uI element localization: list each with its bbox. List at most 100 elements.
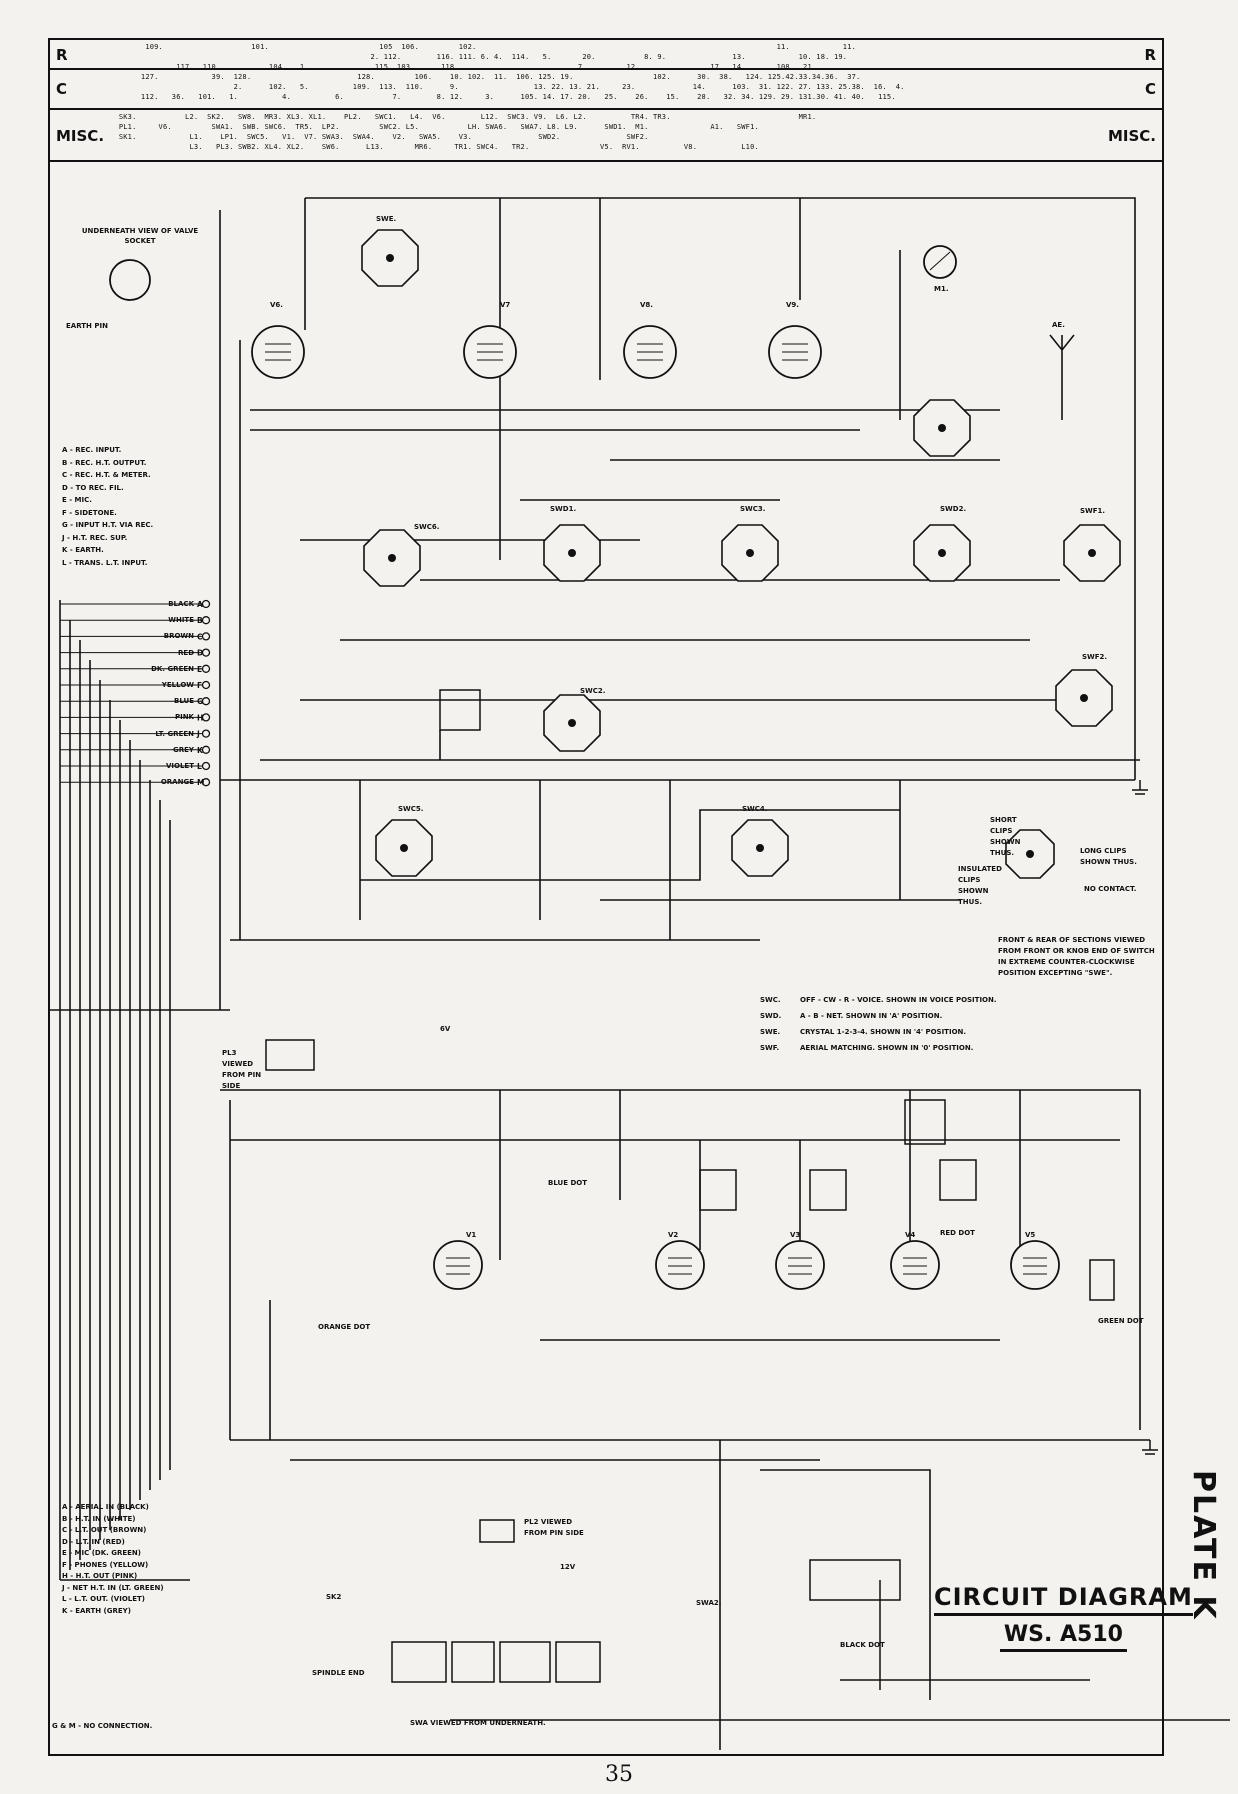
sk2-label: SK2 [326, 1593, 342, 1601]
label-swa2: SWA2. [696, 1599, 722, 1607]
valve-v5 [1010, 1240, 1060, 1290]
header-row-c: C C 127. 39. 128. 128. 106. 10. 102. 11.… [50, 70, 1162, 110]
label-swc4: SWC4. [742, 805, 768, 813]
label-swf2: SWF2. [1082, 653, 1108, 661]
connector-legend-item: F - PHONES (YELLOW) [62, 1560, 149, 1569]
switch-position-text: AERIAL MATCHING. SHOWN IN '0' POSITION. [800, 1044, 974, 1052]
input-legend: A - REC. INPUT.B - REC. H.T. OUTPUT.C - … [62, 444, 153, 569]
pl3-connector [265, 1039, 315, 1071]
input-legend-item: B - REC. H.T. OUTPUT. [62, 458, 147, 467]
plate-label: PLATE K [1186, 1470, 1221, 1621]
row-misc-line2: PL1. V6. SWA1. SWB. SWC6. TR5. LP2. SWC2… [110, 123, 759, 131]
swa-section-4 [555, 1641, 601, 1683]
diagram-title: CIRCUIT DIAGRAM [934, 1583, 1193, 1616]
harness-terminal [201, 680, 211, 690]
coil-box [809, 1559, 901, 1601]
wire-color-label: GREY [173, 745, 194, 754]
label-v2: V2 [668, 1231, 679, 1239]
connector-legend-item: L - L.T. OUT. (VIOLET) [62, 1595, 145, 1603]
input-legend-item: G - INPUT H.T. VIA REC. [62, 521, 154, 529]
harness-terminal [201, 729, 211, 738]
wire-color-label: VIOLET [166, 762, 194, 771]
label-swf1: SWF1. [1080, 507, 1106, 515]
input-legend-item: J - H.T. REC. SUP. [62, 533, 128, 542]
wire-color-label: BROWN [163, 632, 194, 641]
connector-legend: A - AERIAL IN (BLACK)B - H.T. IN (WHITE)… [62, 1502, 164, 1617]
red-dot-label: RED DOT [940, 1229, 975, 1237]
row-misc-line4: L3. PL3. SWB2. XL4. XL2. SW6. L13. MR6. … [110, 143, 759, 151]
black-dot-label: BLACK DOT [840, 1641, 885, 1649]
harness-terminal [201, 616, 211, 625]
transformer-tr2 [809, 1169, 847, 1211]
swa-section-2 [451, 1641, 495, 1683]
switch-position-row: SWC.OFF - CW - R - VOICE. SHOWN IN VOICE… [760, 992, 997, 1008]
input-legend-item: E - MIC. [62, 496, 92, 504]
switch-position-text: CRYSTAL 1-2-3-4. SHOWN IN '4' POSITION. [800, 1028, 967, 1036]
short-clips-note: SHORT CLIPS SHOWN THUS. [990, 816, 1021, 857]
earth-pin-label: EARTH PIN [66, 322, 108, 330]
pl2-connector [479, 1519, 515, 1543]
row-misc-refs: SK3. L2. SK2. SW8. MR3. XL3. XL1. PL2. S… [110, 112, 1122, 152]
pl2-view-label: PL2 VIEWED FROM PIN SIDE [524, 1518, 584, 1537]
switch-position-id: SWD. [760, 1012, 782, 1020]
switch-position-row: SWD.A - B - NET. SHOWN IN 'A' POSITION. [760, 1008, 997, 1024]
label-swc5: SWC5. [398, 805, 424, 813]
swa-section-3 [499, 1641, 551, 1683]
title-block: CIRCUIT DIAGRAM WS. A510 [934, 1583, 1193, 1652]
label-v6: V6. [270, 301, 283, 309]
connector-legend-item: E - MIC (DK. GREEN) [62, 1549, 141, 1557]
connector-legend-item: J - NET H.T. IN (LT. GREEN) [62, 1583, 164, 1592]
switch-position-text: OFF - CW - R - VOICE. SHOWN IN VOICE POS… [800, 996, 997, 1004]
valve-socket-legend-title: UNDERNEATH VIEW OF VALVE SOCKET [81, 227, 199, 245]
input-legend-item: C - REC. H.T. & METER. [62, 471, 151, 479]
switch-position-id: SWF. [760, 1044, 780, 1052]
coil-l10 [1089, 1259, 1115, 1301]
label-swd1: SWD1. [550, 505, 577, 513]
twelve-volt-label: 12V [560, 1563, 576, 1571]
row-c-line2: 2. 102. 5. 109. 113. 110. 9. 13. 22. 13.… [110, 83, 905, 91]
harness-terminal [201, 778, 211, 787]
row-r-refs: 109. 101. 105 106. 102. 11. 11. [110, 42, 1122, 72]
harness-terminal [201, 697, 211, 706]
row-label-c-right: C [1144, 80, 1156, 98]
diagram-subtitle: WS. A510 [999, 1622, 1127, 1652]
page-number: 35 [605, 1762, 633, 1787]
long-clips-note: LONG CLIPS SHOWN THUS. [1080, 847, 1137, 866]
diagram-frame: R R 109. 101. 105 106. 102. 11. 11. [48, 38, 1164, 1756]
row-label-r-right: R [1144, 46, 1156, 64]
switch-position-id: SWE. [760, 1028, 781, 1036]
wire-color-label: BLUE [173, 697, 194, 706]
harness-terminal [201, 599, 211, 609]
six-volt-label: 6V [440, 1025, 451, 1033]
green-dot-label: GREEN DOT [1098, 1317, 1144, 1325]
no-connection-note: G & M - NO CONNECTION. [52, 1722, 153, 1730]
connector-legend-item: H - H.T. OUT (PINK) [62, 1572, 138, 1580]
switch-positions: SWC.OFF - CW - R - VOICE. SHOWN IN VOICE… [760, 992, 997, 1056]
label-v4: V4 [905, 1231, 916, 1239]
row-misc-line3: SK1. L1. LP1. SWC5. V1. V7. SWA3. SWA4. … [110, 133, 649, 141]
label-swc6: SWC6. [414, 523, 440, 531]
switch-position-row: SWE. CRYSTAL 1-2-3-4. SHOWN IN '4' POSITI… [760, 1024, 997, 1040]
row-c-line1: 127. 39. 128. 128. 106. 10. 102. 11. 106… [110, 73, 861, 81]
input-legend-item: K - EARTH. [62, 546, 104, 554]
meter-m1 [923, 245, 957, 279]
row-label-c: C [56, 80, 68, 98]
label-v3: V3 [790, 1231, 801, 1239]
swa-section-1 [391, 1641, 447, 1683]
header-row-r: R R 109. 101. 105 106. 102. 11. 11. [50, 40, 1162, 72]
harness-terminal [201, 713, 211, 722]
harness-terminal [201, 664, 211, 673]
harness-terminal [201, 648, 211, 657]
valve-socket-view [109, 259, 151, 301]
header-row-misc: MISC. MISC. SK3. L2. SK2. SW8. MR3. XL3.… [50, 110, 1162, 162]
label-aerial: AE. [1052, 321, 1065, 329]
wire-color-label: WHITE [168, 616, 194, 625]
blue-dot-label: BLUE DOT [548, 1179, 587, 1187]
valve-v1 [433, 1240, 483, 1290]
pl3-view-label: PL3 VIEWED FROM PIN SIDE [222, 1049, 262, 1090]
valve-v3 [775, 1240, 825, 1290]
row-label-r: R [56, 46, 68, 64]
